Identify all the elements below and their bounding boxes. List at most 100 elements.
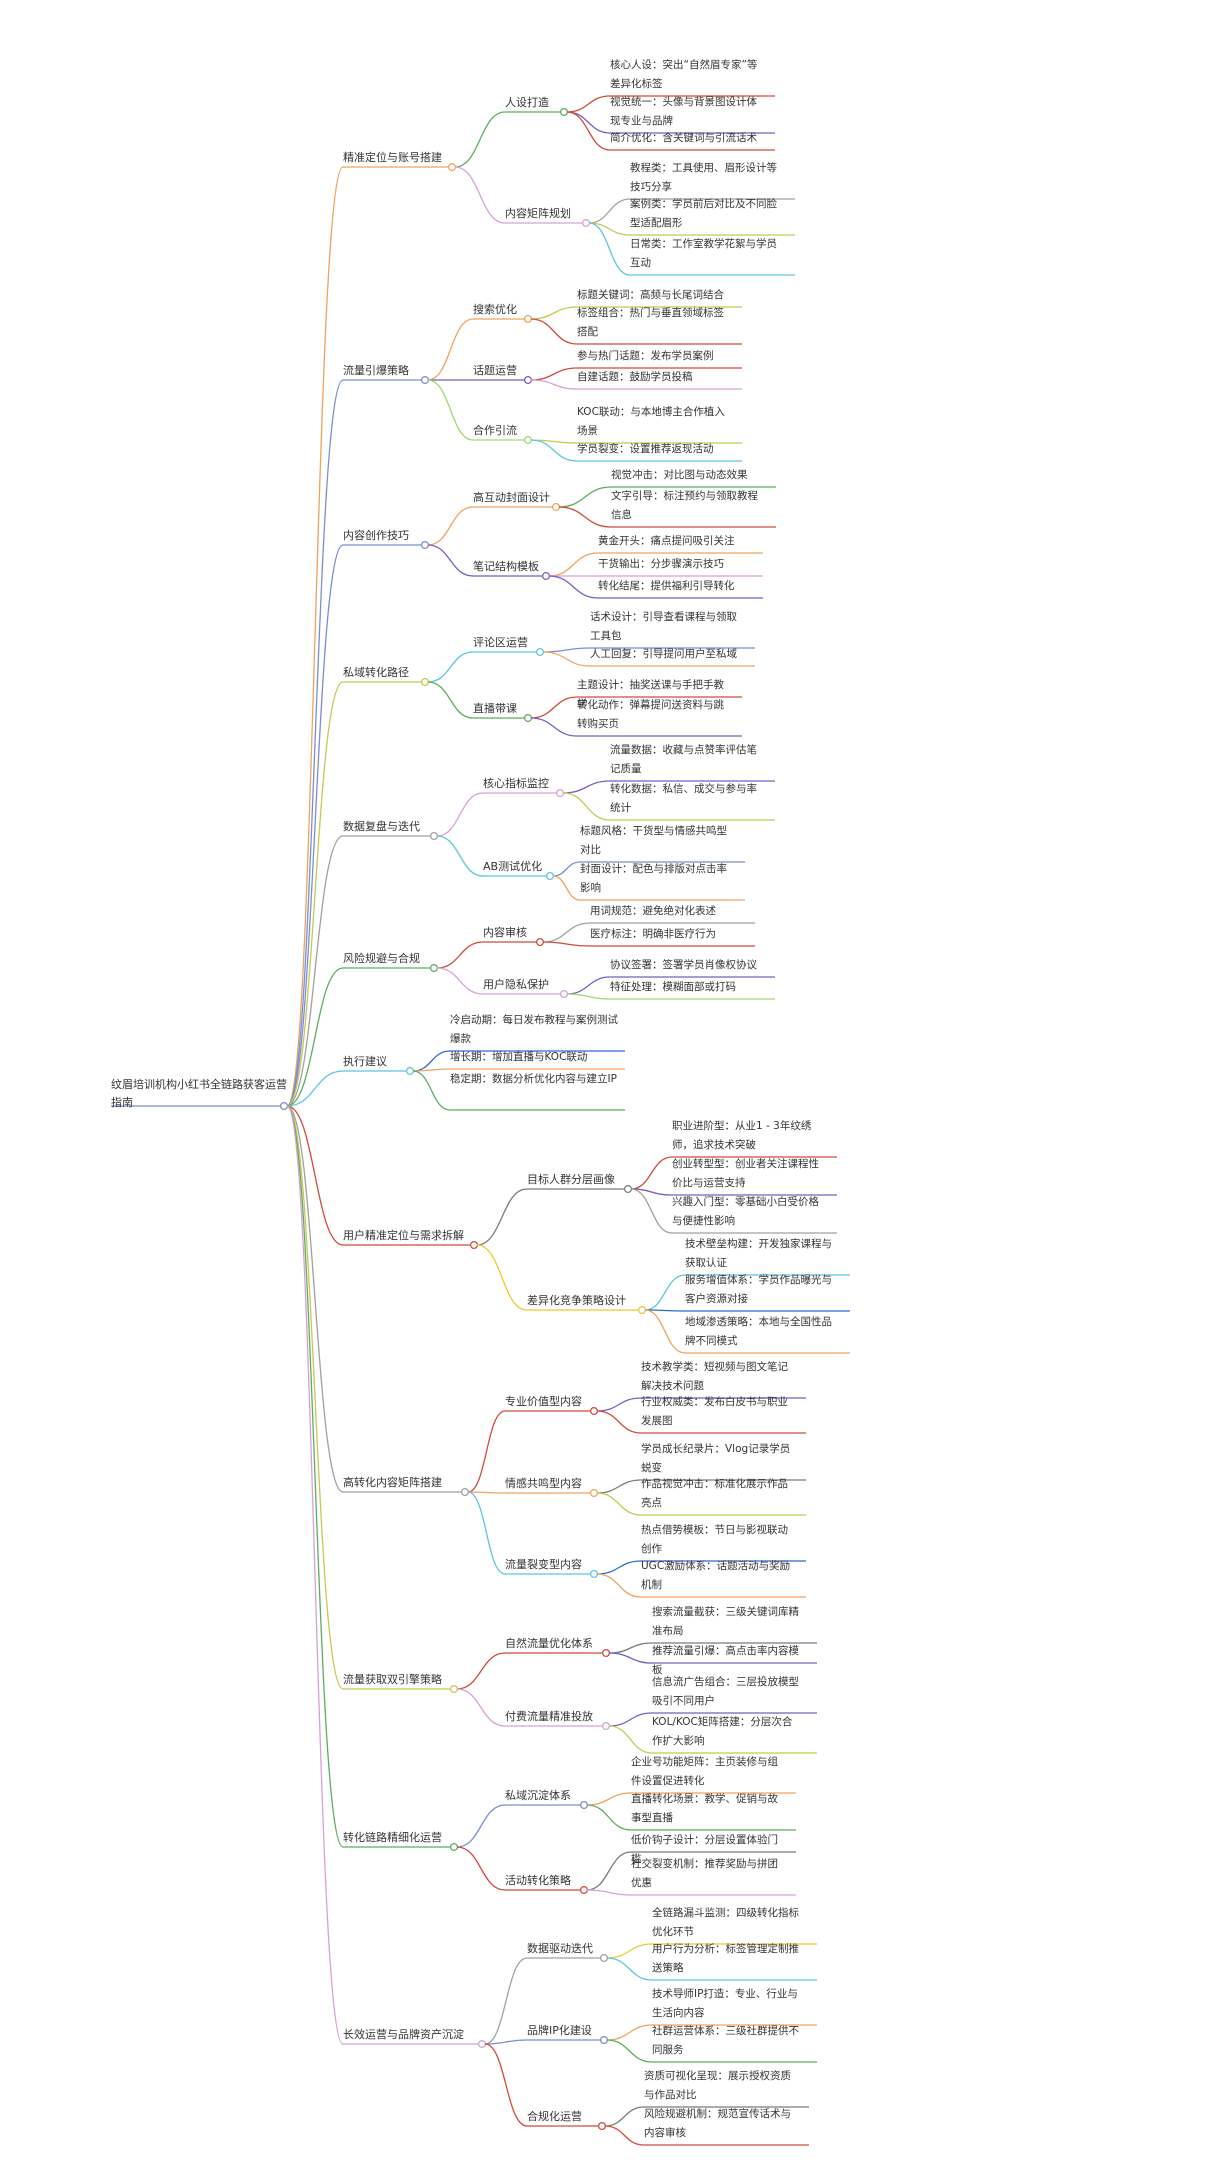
leaf-label: 作品视觉冲击：标准化展示作品亮点: [641, 1478, 788, 1509]
subbranch-connector: [484, 2039, 528, 2045]
leaf-connector: [596, 1573, 642, 1598]
subbranch-label: 核心指标监控: [483, 777, 549, 790]
leaf-label: 增长期：增加直播与KOC联动: [450, 1051, 588, 1063]
subbranch-label: 用户隐私保护: [483, 978, 549, 991]
leaf-connector: [608, 1725, 653, 1754]
subbranch-label: 自然流量优化体系: [505, 1637, 593, 1650]
subbranch-label: 差异化竞争策略设计: [527, 1294, 626, 1307]
leaf-label: 冷启动期：每日发布教程与案例测试爆款: [450, 1014, 618, 1045]
leaf-label: 兴趣入门型：零基础小白受价格与便捷性影响: [672, 1196, 819, 1227]
leaf-label: 创业转型型：创业者关注课程性价比与运营支持: [672, 1158, 819, 1189]
branch-label: 转化链路精细化运营: [343, 1831, 442, 1844]
leaf-connector: [566, 111, 611, 151]
leaf-label: 搜索流量截获：三级关键词库精准布局: [652, 1606, 799, 1637]
leaf-connector: [630, 1188, 673, 1234]
subbranch-connector: [467, 1410, 506, 1493]
subbranch-connector: [456, 1652, 506, 1690]
subbranch-connector: [476, 1244, 528, 1311]
leaf-label: UGC激励体系：话题活动与奖励机制: [641, 1560, 791, 1591]
leaf-label: 社交裂变机制：推荐奖励与拼团优惠: [631, 1858, 778, 1889]
branch-connector: [286, 1070, 344, 1107]
leaf-label: 全链路漏斗监测：四级转化指标优化环节: [652, 1907, 799, 1938]
leaf-label: 社群运营体系：三级社群提供不同服务: [652, 2025, 799, 2056]
subbranch-label: 内容审核: [483, 926, 527, 939]
subbranch-connector: [436, 967, 484, 995]
leaf-connector: [558, 486, 612, 508]
leaf-label: 日常类：工作室教学花絮与学员互动: [630, 238, 777, 269]
branch-label: 用户精准定位与需求拆解: [343, 1229, 464, 1242]
leaf-label: 低价钩子设计：分层设置体验门槛: [631, 1834, 778, 1865]
leaf-label: 主题设计：抽奖送课与手把手教学: [577, 679, 724, 710]
branch-connector: [286, 681, 344, 1107]
leaf-connector: [552, 861, 581, 877]
leaf-connector: [596, 1397, 642, 1412]
leaf-connector: [530, 439, 578, 462]
branch-label: 数据复盘与迭代: [343, 820, 420, 833]
leaf-label: 转化动作：弹幕提问送资料与跳转购买页: [577, 699, 724, 730]
leaf-connector: [596, 1560, 642, 1575]
subbranch-connector: [427, 544, 474, 577]
leaf-connector: [562, 792, 611, 821]
subbranch-label: 直播带课: [473, 702, 517, 715]
subbranch-label: 笔记结构模板: [473, 560, 539, 573]
leaf-label: 直播转化场景：教学、促销与故事型直播: [631, 1793, 778, 1824]
branch-label: 精准定位与账号搭建: [343, 151, 442, 164]
leaf-connector: [586, 1889, 632, 1896]
branch-connector: [286, 379, 344, 1107]
leaf-connector: [588, 222, 631, 276]
branch-connector: [286, 835, 344, 1107]
leaf-connector: [412, 1070, 451, 1111]
leaf-label: 学员裂变：设置推荐返现活动: [577, 443, 714, 455]
subbranch-label: 目标人群分层画像: [527, 1173, 615, 1186]
leaf-label: 医疗标注：明确非医疗行为: [590, 928, 716, 940]
leaf-label: 企业号功能矩阵：主页装修与组件设置促进转化: [631, 1756, 778, 1787]
root-node: 纹眉培训机构小红书全链路获客运营指南: [111, 1078, 287, 1109]
leaf-connector: [588, 198, 631, 224]
subbranch-label: 数据驱动迭代: [527, 1942, 593, 1955]
subbranch-label: 品牌IP化建设: [527, 2024, 592, 2037]
leaf-label: 特征处理：模糊面部或打码: [610, 981, 736, 993]
leaf-connector: [608, 1652, 653, 1664]
leaf-connector: [586, 1792, 632, 1806]
subbranch-connector: [484, 1957, 528, 2045]
leaf-connector: [566, 993, 611, 1000]
subbranch-label: 人设打造: [505, 96, 549, 109]
leaf-connector: [630, 1156, 673, 1190]
leaf-label: 黄金开头：痛点提问吸引关注: [598, 535, 735, 547]
leaf-connector: [548, 575, 599, 599]
branch-connector: [286, 1105, 344, 1848]
leaf-label: 资质可视化呈现：展示授权资质与作品对比: [644, 2070, 791, 2101]
leaf-connector: [604, 2106, 645, 2127]
subbranch-connector: [456, 1688, 506, 1727]
subbranch-connector: [456, 1846, 506, 1891]
leaf-connector: [586, 1804, 632, 1831]
leaf-connector: [596, 1410, 642, 1434]
leaf-connector: [606, 2024, 653, 2041]
subbranch-label: 专业价值型内容: [505, 1395, 582, 1408]
leaf-label: 标签组合：热门与垂直领域标签搭配: [577, 307, 724, 338]
branch-connector: [286, 1105, 344, 1493]
branch-connector: [286, 967, 344, 1107]
leaf-label: 文字引导：标注预约与领取教程信息: [611, 490, 758, 521]
leaf-label: 地域渗透策略：本地与全国性品牌不同模式: [685, 1316, 832, 1347]
leaf-label: 核心人设：突出“自然眉专家”等差异化标签: [610, 59, 758, 90]
leaf-connector: [530, 306, 578, 320]
leaf-connector: [606, 2039, 653, 2063]
subbranch-connector: [427, 318, 474, 381]
branch-label: 长效运营与品牌资产沉淀: [343, 2028, 464, 2041]
leaf-label: 用词规范：避免绝对化表述: [590, 905, 716, 917]
leaf-connector: [542, 922, 591, 943]
leaf-label: 教程类：工具使用、眉形设计等技巧分享: [630, 162, 777, 193]
subbranch-label: 话题运营: [473, 364, 517, 377]
subbranch-label: 付费流量精准投放: [505, 1710, 593, 1723]
leaf-label: KOC联动：与本地博主合作植入场景: [577, 406, 725, 437]
branch-connector: [286, 1105, 344, 1246]
leaf-label: 封面设计：配色与排版对点击率影响: [580, 863, 727, 894]
branch-connector: [286, 1105, 344, 1690]
subbranch-label: 搜索优化: [473, 303, 517, 316]
subbranch-label: 评论区运营: [473, 636, 528, 649]
leaf-label: 人工回复：引导提问用户至私域: [590, 648, 737, 660]
leaf-label: 用户行为分析：标签管理定制推送策略: [652, 1943, 799, 1974]
